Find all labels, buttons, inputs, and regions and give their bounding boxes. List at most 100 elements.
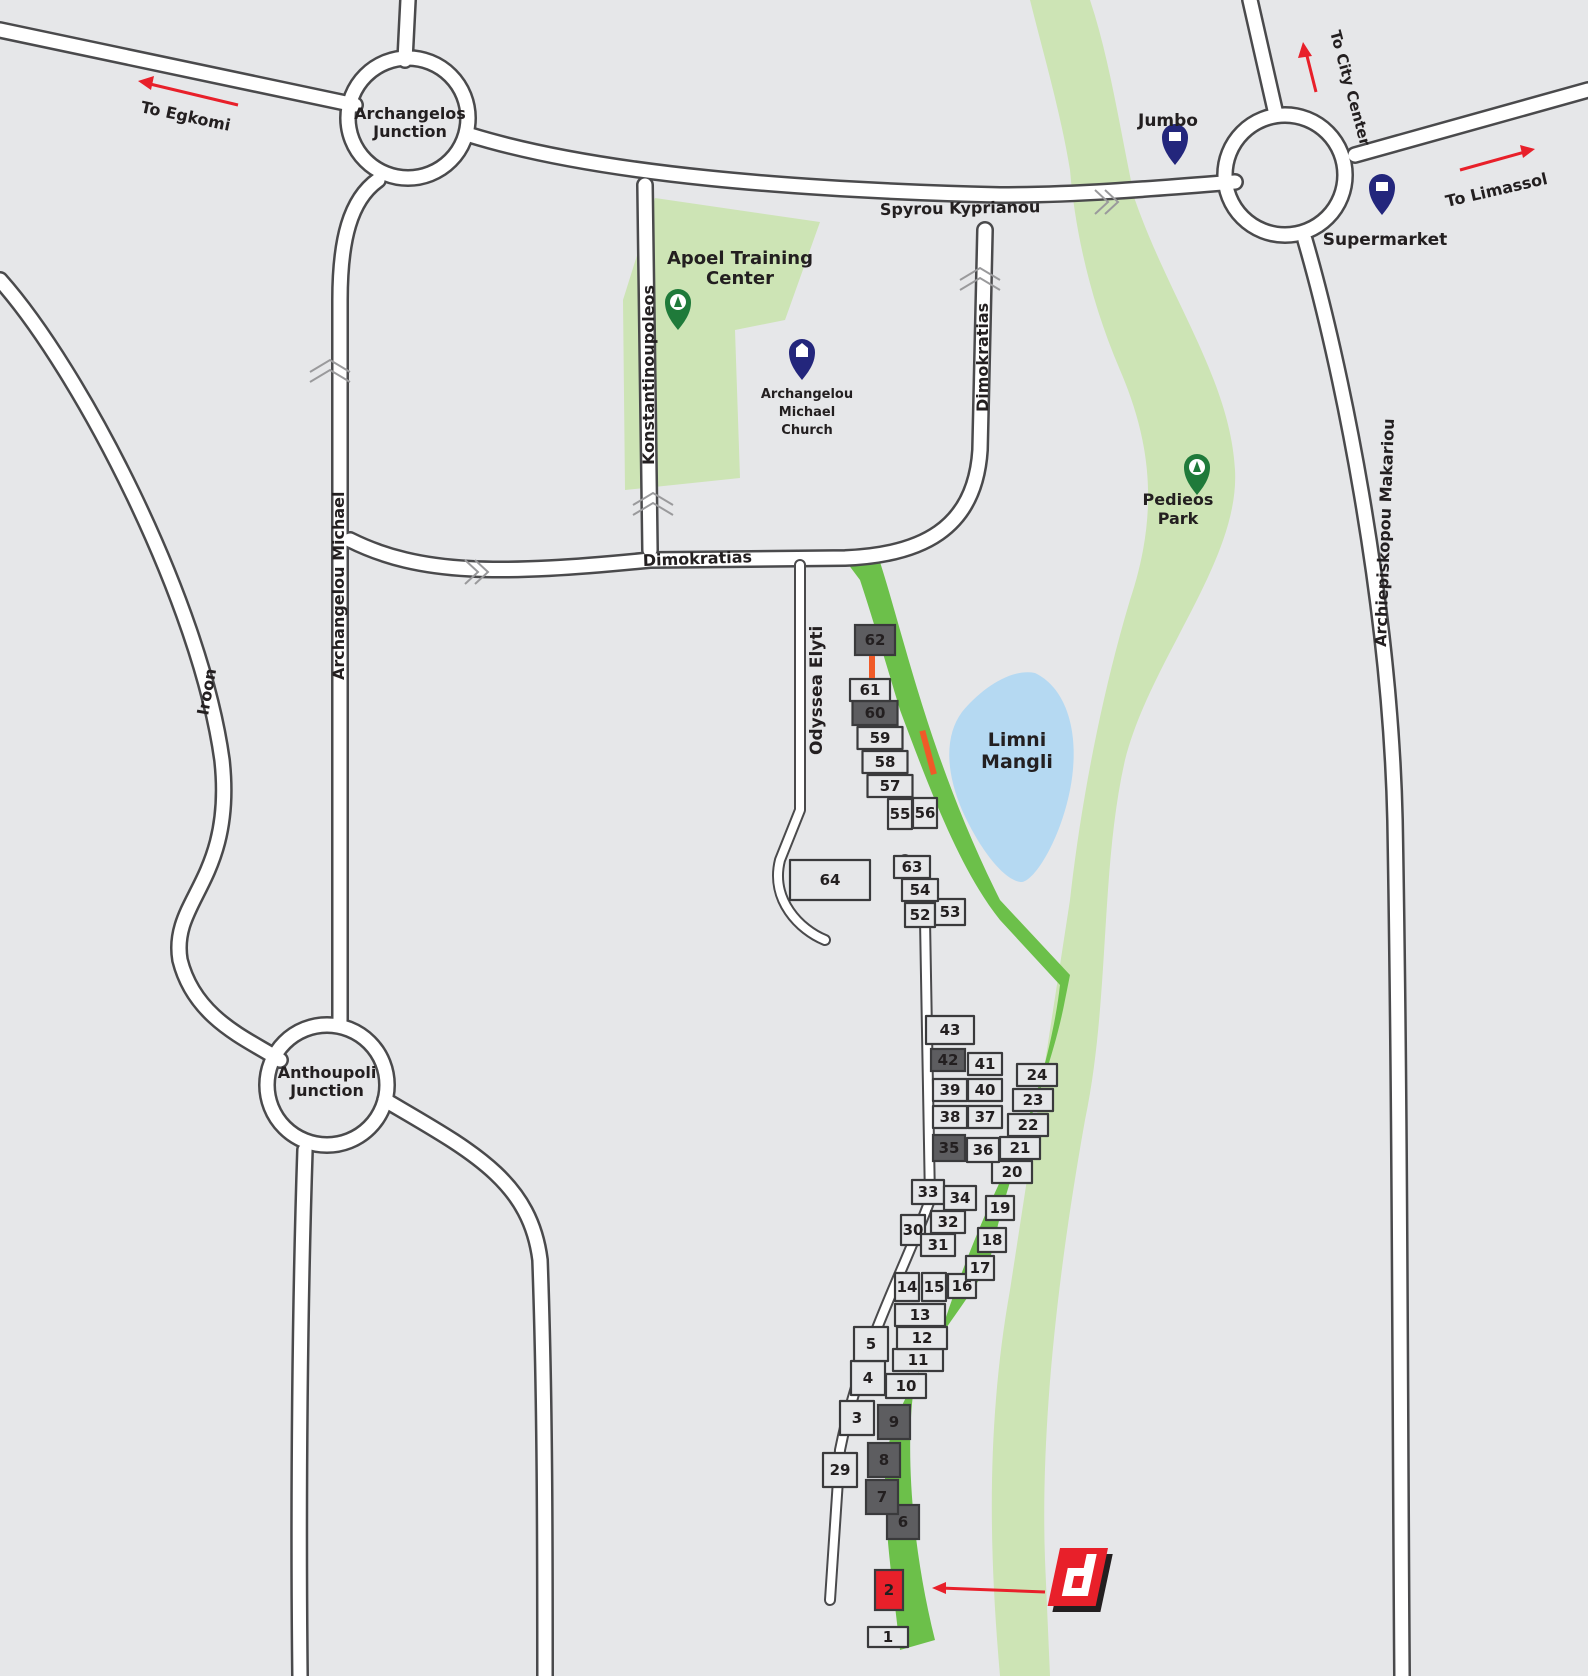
plot-number-label: 29 — [830, 1461, 851, 1479]
plot-number-label: 20 — [1002, 1163, 1023, 1181]
plot-number-label: 53 — [940, 903, 961, 921]
plot-19 — [984, 1194, 1016, 1222]
plot-40 — [966, 1077, 1004, 1103]
dimokratias-horizontal-label: Dimokratias — [642, 547, 752, 570]
plot-number-label: 37 — [975, 1108, 996, 1126]
plot-number-label: 33 — [918, 1183, 939, 1201]
plot-3 — [838, 1399, 876, 1437]
church-pin-icon — [789, 339, 815, 380]
access-marker — [869, 656, 875, 678]
plot-number-label: 13 — [910, 1306, 931, 1324]
plot-61 — [848, 677, 892, 703]
plot-number-label: 8 — [879, 1451, 889, 1469]
plot-29 — [821, 1451, 859, 1489]
plot-number-label: 19 — [990, 1199, 1011, 1217]
limni-mangli-lake — [949, 672, 1074, 882]
plot-number-label: 1 — [883, 1628, 893, 1646]
plot-number-label: 60 — [865, 704, 886, 722]
plot-number-label: 4 — [863, 1369, 873, 1387]
konstantinoupoleos-label: Konstantinoupoleos — [639, 285, 658, 465]
plot-number-label: 62 — [865, 631, 886, 649]
plot-42 — [929, 1047, 967, 1073]
plot-63 — [892, 854, 932, 880]
plot-2 — [873, 1568, 905, 1612]
supermarket-pin-icon — [1369, 174, 1395, 215]
plot-number-label: 34 — [950, 1189, 971, 1207]
plot-7 — [864, 1478, 900, 1516]
apoel-training-center-area — [623, 198, 820, 490]
plot-number-label: 52 — [910, 906, 931, 924]
plot-number-label: 17 — [970, 1259, 991, 1277]
spyrou-kyprianou-label: Spyrou Kyprianou — [880, 197, 1041, 219]
plot-18 — [976, 1226, 1008, 1254]
plot-number-label: 38 — [940, 1108, 961, 1126]
plot-64 — [788, 858, 872, 902]
plot-number-label: 11 — [908, 1351, 929, 1369]
plot-number-label: 24 — [1027, 1066, 1048, 1084]
plot-10 — [884, 1372, 928, 1400]
plot-number-label: 64 — [820, 871, 841, 889]
pedieos-park-strip — [991, 0, 1236, 1676]
plot-number-label: 36 — [973, 1141, 994, 1159]
overpass-markers — [309, 189, 1120, 585]
plot-20 — [990, 1159, 1034, 1185]
plot-57 — [866, 773, 914, 799]
plot-number-label: 32 — [938, 1213, 959, 1231]
plot-43 — [924, 1014, 976, 1046]
direction-arrows — [138, 42, 1535, 1594]
plot-number-label: 40 — [975, 1081, 996, 1099]
plot-number-label: 55 — [890, 805, 911, 823]
archangelou-michael-label: Archangelou Michael — [329, 492, 348, 681]
plot-number-label: 31 — [928, 1236, 949, 1254]
plot-number-label: 58 — [875, 753, 896, 771]
plot-52 — [903, 901, 937, 929]
plot-number-label: 9 — [889, 1413, 899, 1431]
plot-30 — [899, 1213, 927, 1247]
plot-number-label: 42 — [938, 1051, 959, 1069]
plot-38 — [931, 1104, 969, 1130]
plot-number-label: 63 — [902, 858, 923, 876]
plot-number-label: 54 — [910, 881, 931, 899]
apoel-pin-icon — [665, 289, 691, 330]
plot-number-label: 7 — [877, 1488, 887, 1506]
plot-number-label: 23 — [1023, 1091, 1044, 1109]
plot-8 — [866, 1441, 902, 1479]
plot-62 — [853, 623, 897, 657]
plot-number-label: 41 — [975, 1055, 996, 1073]
plot-number-label: 39 — [940, 1081, 961, 1099]
plot-number-label: 61 — [860, 681, 881, 699]
plot-24 — [1015, 1062, 1059, 1088]
plot-number-label: 56 — [915, 804, 936, 822]
plot-number-label: 14 — [897, 1278, 918, 1296]
plot-41 — [966, 1051, 1004, 1077]
plot-59 — [856, 725, 904, 751]
plot-53 — [933, 897, 967, 927]
jumbo-label: Jumbo — [1137, 111, 1198, 131]
plot-number-label: 12 — [912, 1329, 933, 1347]
plot-number-label: 21 — [1010, 1139, 1031, 1157]
plot-number-label: 3 — [852, 1409, 862, 1427]
plot-number-label: 22 — [1018, 1116, 1039, 1134]
green-areas — [623, 0, 1236, 1676]
plot-number-label: 18 — [982, 1231, 1003, 1249]
plot-1 — [866, 1625, 910, 1649]
plot-number-label: 35 — [939, 1139, 960, 1157]
plot-number-label: 43 — [940, 1021, 961, 1039]
plot-number-label: 2 — [884, 1581, 894, 1599]
plot-22 — [1006, 1112, 1050, 1138]
plot-number-label: 16 — [952, 1277, 973, 1295]
plot-23 — [1011, 1087, 1055, 1113]
developer-logo-icon: d — [1047, 1548, 1113, 1612]
plot-15 — [920, 1271, 948, 1303]
plot-58 — [861, 749, 909, 775]
